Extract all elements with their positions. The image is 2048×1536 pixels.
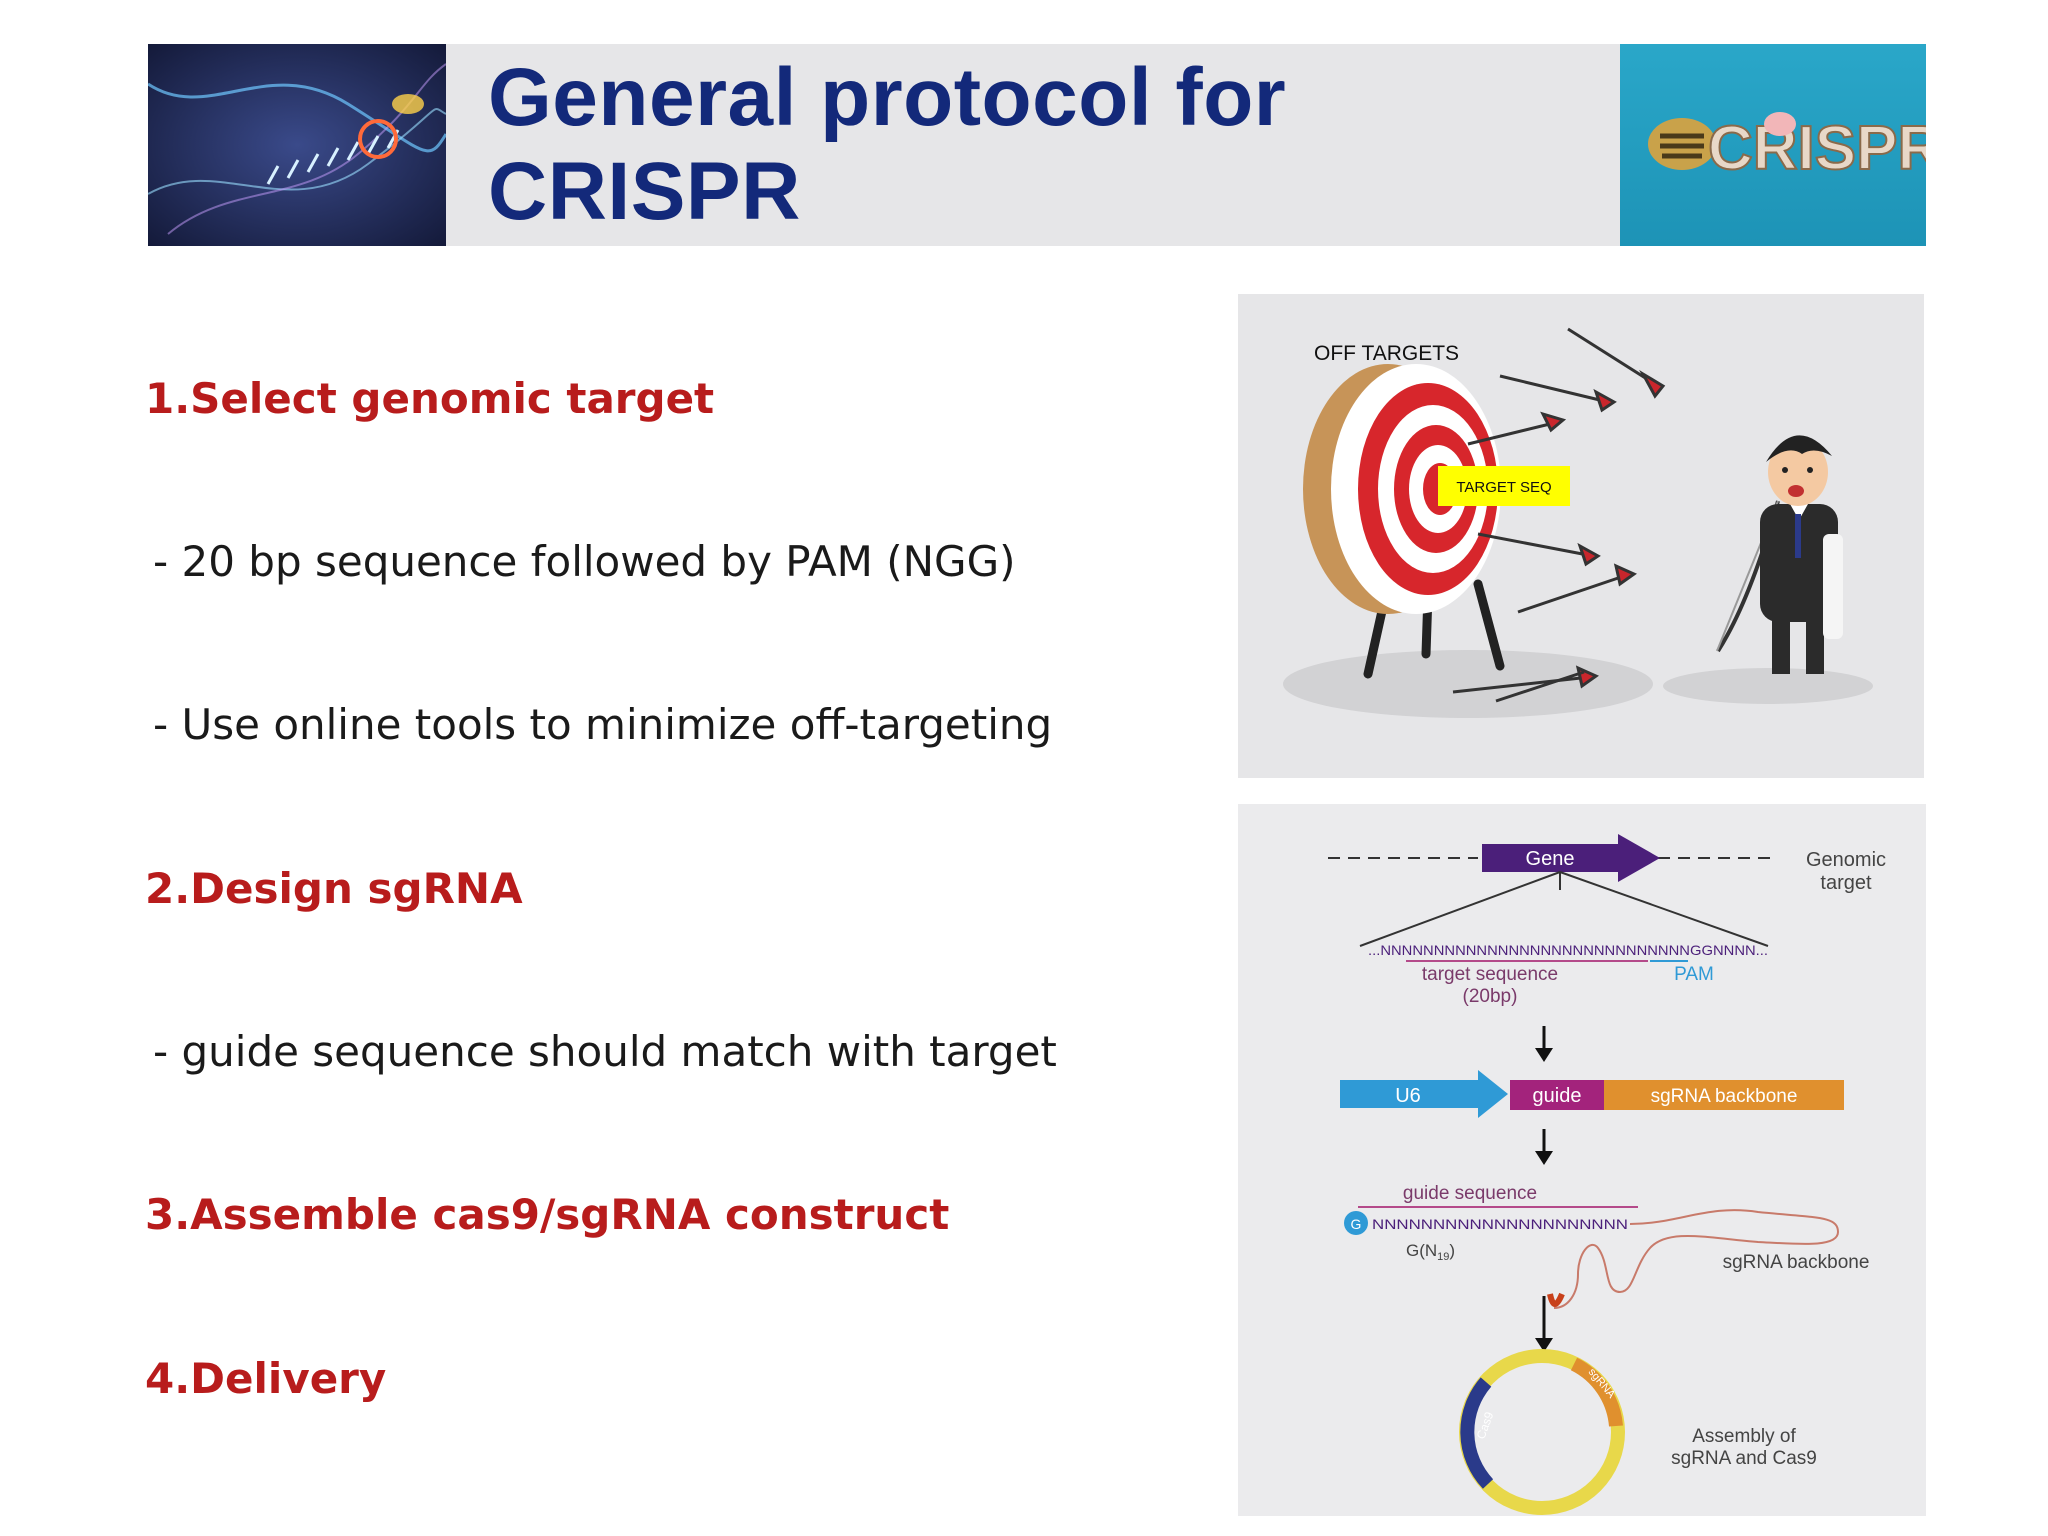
backbone-label: sgRNA backbone [1651,1086,1798,1107]
off-targets-label: OFF TARGETS [1314,342,1459,365]
g-label: G [1351,1216,1362,1232]
arrows [1452,327,1666,703]
step-3-heading: 3.Assemble cas9/sgRNA construct [145,1190,950,1239]
step-2-heading: 2.Design sgRNA [145,864,523,913]
step-1-detail-1: - 20 bp sequence followed by PAM (NGG) [153,537,1016,586]
dna-image [148,44,446,246]
sgrna-backbone-loop [1553,1209,1840,1309]
target-illustration: OFF TARGETS TARGET SEQ [1238,294,1924,778]
target-seq-label: TARGET SEQ [1456,479,1551,496]
crispr-logo-text: CRISPR [1708,114,1926,183]
guide-segment: guide [1510,1080,1604,1110]
assembly-label-1: Assembly of [1692,1426,1796,1447]
target-seq-box [1438,466,1570,506]
crispr-logo-image: CRISPR [1620,44,1926,246]
cas9-label: Cas9 [1474,1410,1497,1441]
header-banner: General protocol for CRISPR CRISPR [148,44,1926,246]
genomic-target-label: target [1820,872,1872,894]
step-2-detail-1: - guide sequence should match with targe… [153,1027,1057,1076]
gene-arrow: Gene [1482,834,1660,882]
target-sequence-text: ...NNNNNNNNNNNNNNNNNNNNNNNNNNNNNGGNNNN..… [1368,942,1768,958]
u6-label: U6 [1395,1085,1421,1107]
genomic-label: Genomic [1806,849,1886,871]
u6-promoter: U6 [1340,1070,1508,1118]
page-title: General protocol for CRISPR [488,52,1287,237]
guide-sequence-label: guide sequence [1403,1183,1537,1204]
target-sequence-length: (20bp) [1463,986,1518,1007]
sgrna-backbone-segment: sgRNA backbone [1604,1080,1844,1110]
plasmid-circle: Cas9 sgRNA [1459,1349,1625,1515]
sgrna-design-diagram: Gene Genomic target ...NNNNNNNNNNNNNNNNN… [1238,804,1926,1516]
assembly-label-2: sgRNA and Cas9 [1671,1448,1817,1469]
step-1-detail-2: - Use online tools to minimize off-targe… [153,700,1053,749]
backbone-label-2: sgRNA backbone [1723,1252,1870,1273]
pam-label: PAM [1674,964,1714,985]
step-4-heading: 4.Delivery [145,1354,387,1403]
guide-label: guide [1533,1085,1582,1107]
archer-man [1716,435,1843,674]
guide-n-sequence: NNNNNNNNNNNNNNNNNNNNN [1372,1216,1628,1232]
step-1-heading: 1.Select genomic target [145,374,715,423]
gn-label: G(N19) [1406,1241,1455,1263]
gene-label: Gene [1526,848,1575,870]
target-sequence-label: target sequence [1422,964,1558,985]
